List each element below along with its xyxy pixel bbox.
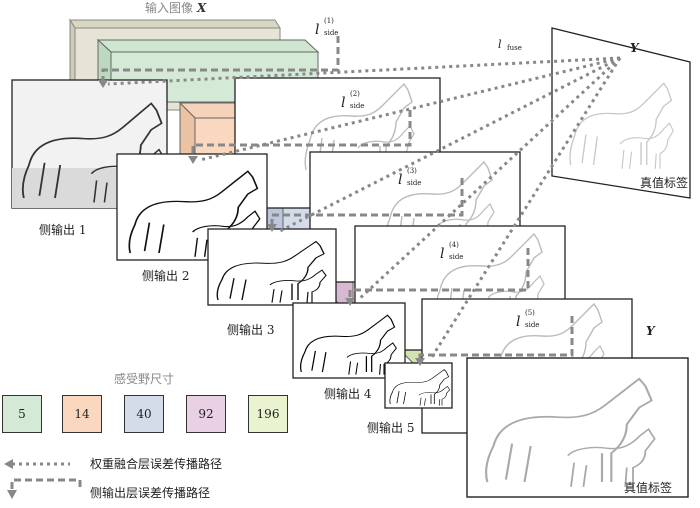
ground-truth-perspective (551, 27, 691, 199)
receptive-field-box-196: 196 (248, 395, 288, 433)
loss-side-5: l(5)side (516, 309, 540, 330)
legend-side-icon (10, 478, 82, 492)
receptive-field-box-14: 14 (62, 395, 102, 433)
legend-side-arrowhead (7, 490, 17, 499)
ground-truth-final (466, 357, 689, 498)
gt-symbol-bottom: Y (646, 324, 655, 338)
receptive-field-title: 感受野尺寸 (114, 372, 175, 386)
side-output-4-image (384, 362, 453, 409)
legend-side-label: 侧输出层误差传播路径 (90, 486, 211, 500)
loss-side-3: l(3)side (398, 167, 422, 188)
legend-fuse-label: 权重融合层误差传播路径 (90, 457, 223, 471)
side-output-label-4: 侧输出 4 (324, 387, 372, 401)
loss-side-4: l(4)side (440, 241, 464, 262)
side-output-label-1: 侧输出 1 (39, 223, 87, 237)
gt-symbol-top: Y (630, 41, 639, 55)
loss-side-1: l(1)side (315, 17, 339, 38)
side-error-paths (101, 36, 574, 360)
fuse-error-paths (107, 56, 622, 361)
gt-label-bottom: 真值标签 (624, 481, 673, 495)
legend-fuse-icon (4, 459, 70, 469)
side-output-label-2: 侧输出 2 (142, 269, 190, 283)
side-output-label-5: 侧输出 5 (367, 421, 415, 435)
loss-side-2: l(2)side (341, 90, 365, 111)
receptive-field-box-40: 40 (124, 395, 164, 433)
gt-label-top: 真值标签 (640, 176, 689, 190)
receptive-field-box-5: 5 (2, 395, 42, 433)
side-output-label-3: 侧输出 3 (227, 323, 275, 337)
receptive-field-box-92: 92 (186, 395, 226, 433)
side-output-2-image (207, 228, 337, 306)
side-error-arrowheads (98, 80, 425, 366)
